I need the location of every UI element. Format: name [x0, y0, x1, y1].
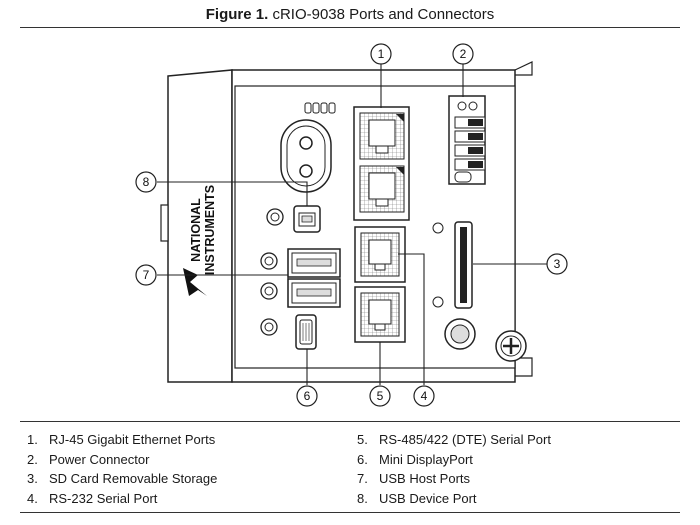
legend-text: RS-485/422 (DTE) Serial Port: [379, 432, 551, 447]
callout-8-label: 8: [143, 175, 150, 189]
legend-item: 7. USB Host Ports: [357, 469, 551, 489]
callout-5-label: 5: [377, 389, 384, 403]
top-rule: [20, 27, 680, 28]
legend-left: 1. RJ-45 Gigabit Ethernet Ports 2. Power C…: [27, 430, 217, 508]
callout-7: 7: [135, 264, 157, 286]
legend-text: Power Connector: [49, 451, 150, 467]
legend-text: RS-232 Serial Port: [49, 490, 158, 506]
mount-screw: [495, 330, 527, 362]
callout-6: 6: [296, 385, 318, 407]
ethernet-ports: [353, 106, 410, 221]
legend-text: RJ-45 Gigabit Ethernet Ports: [49, 432, 216, 447]
legend-num: 5.: [357, 432, 368, 447]
legend-item: 1. RJ-45 Gigabit Ethernet Ports: [27, 430, 217, 450]
callout-5: 5: [369, 385, 391, 407]
figure-title: Figure 1. cRIO-9038 Ports and Connectors: [0, 6, 700, 23]
callout-4-label: 4: [421, 389, 428, 403]
figure-caption: cRIO-9038 Ports and Connectors: [272, 6, 495, 23]
usb-host-ports: [287, 248, 341, 308]
brand-line-2: INSTRUMENTS: [203, 185, 217, 275]
legend-num: 7.: [357, 471, 368, 486]
callout-4: 4: [413, 385, 435, 407]
legend-num: 4.: [27, 490, 38, 506]
legend-item: 4. RS-232 Serial Port: [27, 489, 217, 509]
controller-diagram: NATIONAL INSTRUMENTS: [135, 43, 568, 407]
brand-line-1: NATIONAL: [189, 198, 203, 262]
callout-2: 2: [452, 43, 474, 65]
legend-item: 5. RS-485/422 (DTE) Serial Port: [357, 430, 551, 450]
status-leds: [304, 102, 336, 114]
legend-num: 6.: [357, 451, 368, 467]
callout-2-label: 2: [460, 47, 467, 61]
callout-3-label: 3: [554, 257, 561, 271]
legend-num: 3.: [27, 471, 38, 486]
power-connector: [448, 95, 486, 185]
legend-text: Mini DisplayPort: [379, 451, 473, 467]
callout-1-label: 1: [378, 47, 385, 61]
screws-left: [260, 208, 284, 336]
callout-1: 1: [370, 43, 392, 65]
legend-text: SD Card Removable Storage: [49, 471, 218, 486]
mini-displayport: [295, 314, 317, 350]
legend-num: 2.: [27, 451, 38, 467]
usb-device-port: [293, 205, 321, 233]
sd-card-slot: [432, 221, 473, 309]
legend-text: USB Device Port: [379, 490, 477, 506]
callout-6-label: 6: [304, 389, 311, 403]
legend-num: 1.: [27, 432, 38, 447]
legend-right: 5. RS-485/422 (DTE) Serial Port 6. Mini Di…: [357, 430, 551, 508]
callout-3: 3: [546, 253, 568, 275]
legend-item: 3. SD Card Removable Storage: [27, 469, 217, 489]
rs232-port: [354, 226, 406, 283]
ni-logo: NATIONAL INSTRUMENTS: [189, 185, 217, 275]
legend-item: 6. Mini DisplayPort: [357, 450, 551, 470]
legend-num: 8.: [357, 490, 368, 506]
callout-7-label: 7: [143, 268, 150, 282]
legend-text: USB Host Ports: [379, 471, 471, 486]
legend-bottom-rule: [20, 512, 680, 513]
legend-item: 2. Power Connector: [27, 450, 217, 470]
ground-screw: [444, 318, 476, 350]
figure-label: Figure 1.: [205, 6, 269, 23]
reset-button-housing: [280, 119, 332, 193]
legend-top-rule: [20, 421, 680, 422]
callout-8: 8: [135, 171, 157, 193]
leader-lines: [157, 64, 547, 385]
rs485-port: [354, 286, 406, 343]
legend-item: 8. USB Device Port: [357, 489, 551, 509]
